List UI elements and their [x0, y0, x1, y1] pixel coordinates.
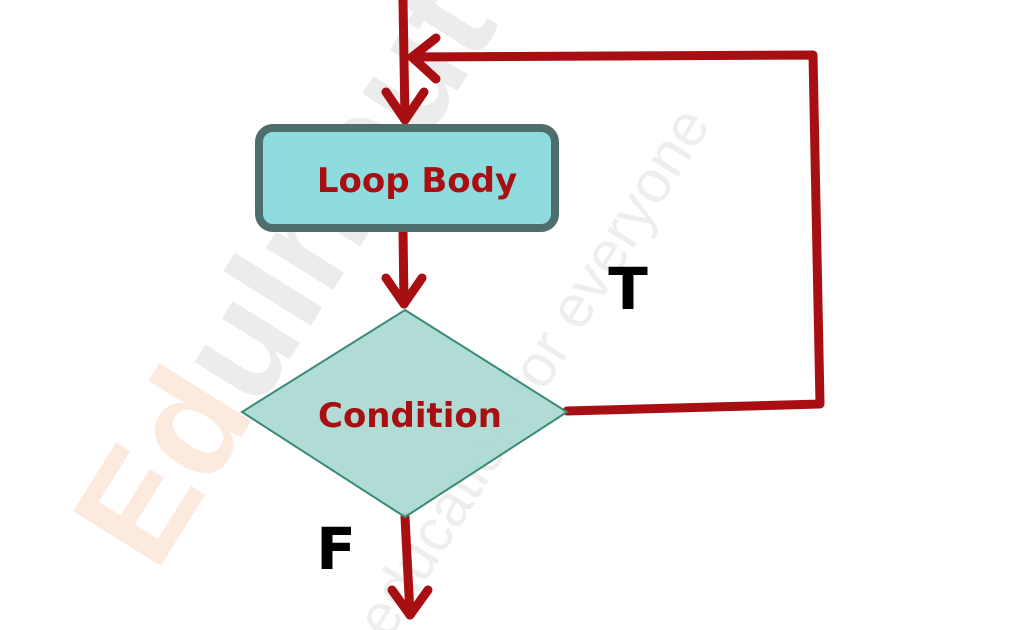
exit-arrow	[400, 512, 415, 620]
body-to-condition-arrowhead	[381, 273, 427, 309]
body-to-condition-arrow	[398, 225, 409, 309]
exit-arrowhead	[387, 585, 433, 620]
true-edge-label: T	[608, 255, 648, 323]
entry-arrowhead	[381, 87, 429, 125]
loop-back-arrow	[407, 50, 825, 416]
entry-arrow	[398, 0, 410, 125]
condition-label: Condition	[318, 396, 502, 436]
loop-body-box	[255, 124, 559, 232]
loop-body-label: Loop Body	[317, 161, 517, 201]
loop-back-arrowhead	[407, 33, 441, 84]
condition-diamond	[240, 308, 569, 519]
false-edge-label: F	[316, 515, 356, 583]
